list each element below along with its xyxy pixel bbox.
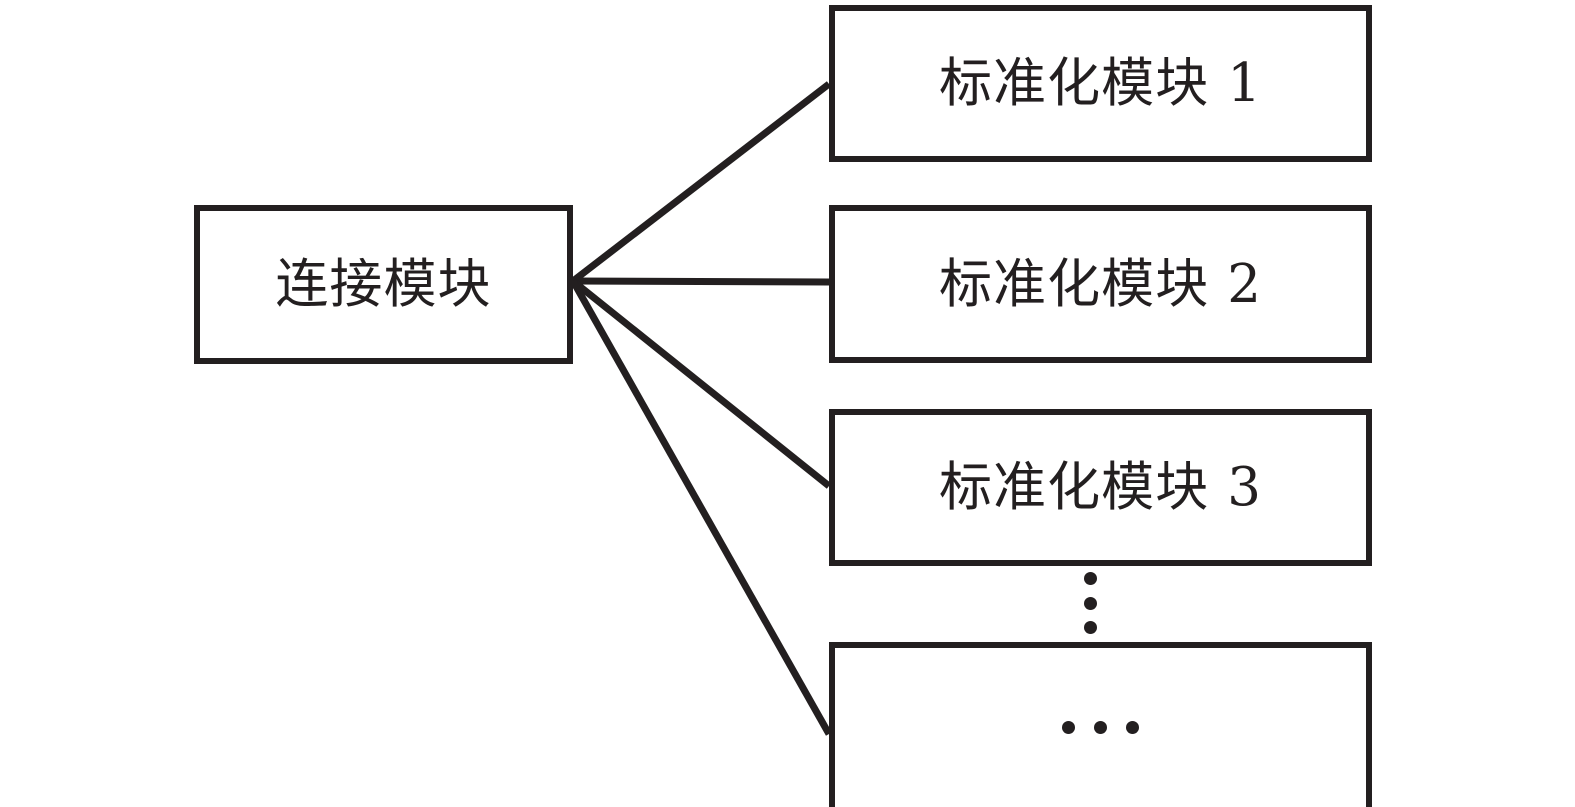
standardization-module-1-box[interactable]: 标准化模块 1	[829, 5, 1372, 162]
ellipsis-dot	[1094, 721, 1107, 734]
standardization-module-1-label: 标准化模块 1	[939, 53, 1262, 114]
ellipsis-dot	[1083, 621, 1097, 634]
connection-module-label: 连接模块	[275, 254, 492, 315]
standardization-module-2-label: 标准化模块 2	[939, 253, 1262, 315]
edge-to-module-1	[570, 81, 832, 284]
edge-to-module-2	[572, 277, 830, 286]
edge-to-module-3	[570, 278, 832, 489]
ellipsis-dot	[1083, 572, 1097, 585]
standardization-module-3-box[interactable]: 标准化模块 3	[829, 409, 1372, 566]
standardization-module-3-label: 标准化模块 3	[939, 457, 1262, 518]
ellipsis-dot	[1126, 721, 1139, 734]
connection-module-box[interactable]: 连接模块	[194, 205, 573, 364]
edge-to-module-more	[569, 279, 833, 736]
ellipsis-dot	[1083, 596, 1097, 610]
standardization-module-2-box[interactable]: 标准化模块 2	[829, 205, 1372, 363]
vertical-ellipsis-icon	[1060, 572, 1120, 634]
standardization-module-more-box[interactable]	[829, 642, 1372, 807]
horizontal-ellipsis-icon	[1062, 721, 1139, 734]
ellipsis-dot	[1062, 721, 1075, 734]
